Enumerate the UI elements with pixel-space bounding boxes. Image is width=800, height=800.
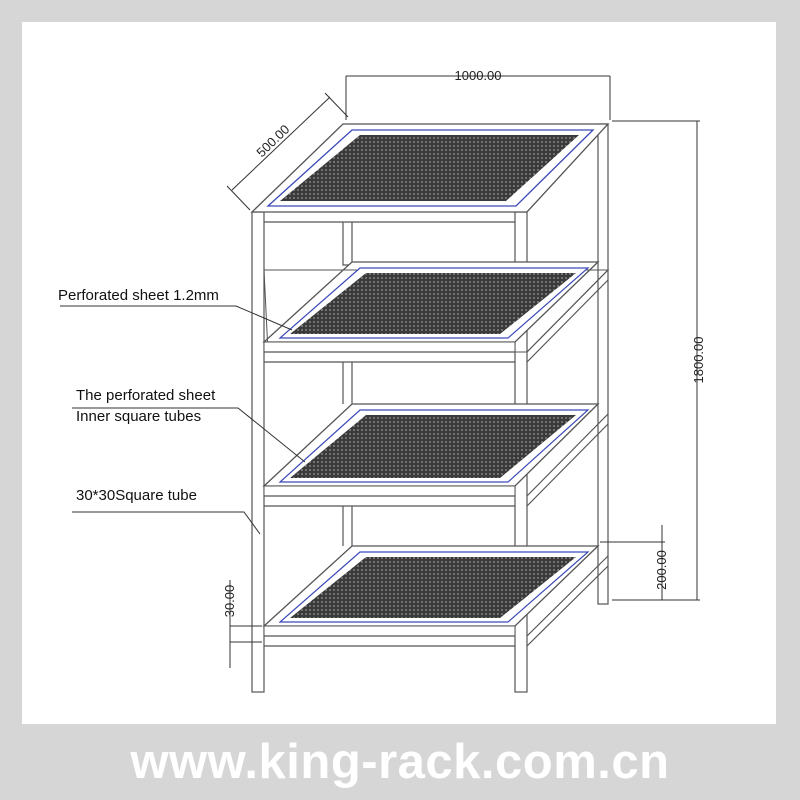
website-watermark: www.king-rack.com.cn xyxy=(130,735,670,789)
bottom-shelf-height-dimension: 200.00 xyxy=(654,550,669,590)
front-left-post xyxy=(251,211,265,693)
back-right-post xyxy=(597,123,609,605)
width-dimension: 1000.00 xyxy=(455,68,502,83)
leader-lines xyxy=(60,305,306,535)
inner-tubes-label-line1: The perforated sheet xyxy=(76,387,216,404)
inner-tubes-label-line2: Inner square tubes xyxy=(76,408,201,425)
shelf-bottom xyxy=(262,545,600,637)
dimension-lines xyxy=(226,75,700,668)
depth-dimension: 500.00 xyxy=(253,122,292,160)
shelves xyxy=(250,123,610,637)
shelf-rack-drawing: 1000.00 500.00 1800.00 200.00 30.00 Perf… xyxy=(58,68,706,693)
height-dimension: 1800.00 xyxy=(691,337,706,384)
shelf-top xyxy=(250,123,610,213)
back-left-post xyxy=(342,222,353,266)
shelf-2 xyxy=(262,261,610,353)
perforated-sheet-label: Perforated sheet 1.2mm xyxy=(58,287,219,304)
square-tube-label: 30*30Square tube xyxy=(76,487,197,504)
foot-height-dimension: 30.00 xyxy=(222,585,237,618)
side-rails xyxy=(264,221,609,647)
shelf-3 xyxy=(262,403,600,497)
footer: www.king-rack.com.cn xyxy=(0,724,800,800)
drawing-panel: 1000.00 500.00 1800.00 200.00 30.00 Perf… xyxy=(22,22,776,724)
